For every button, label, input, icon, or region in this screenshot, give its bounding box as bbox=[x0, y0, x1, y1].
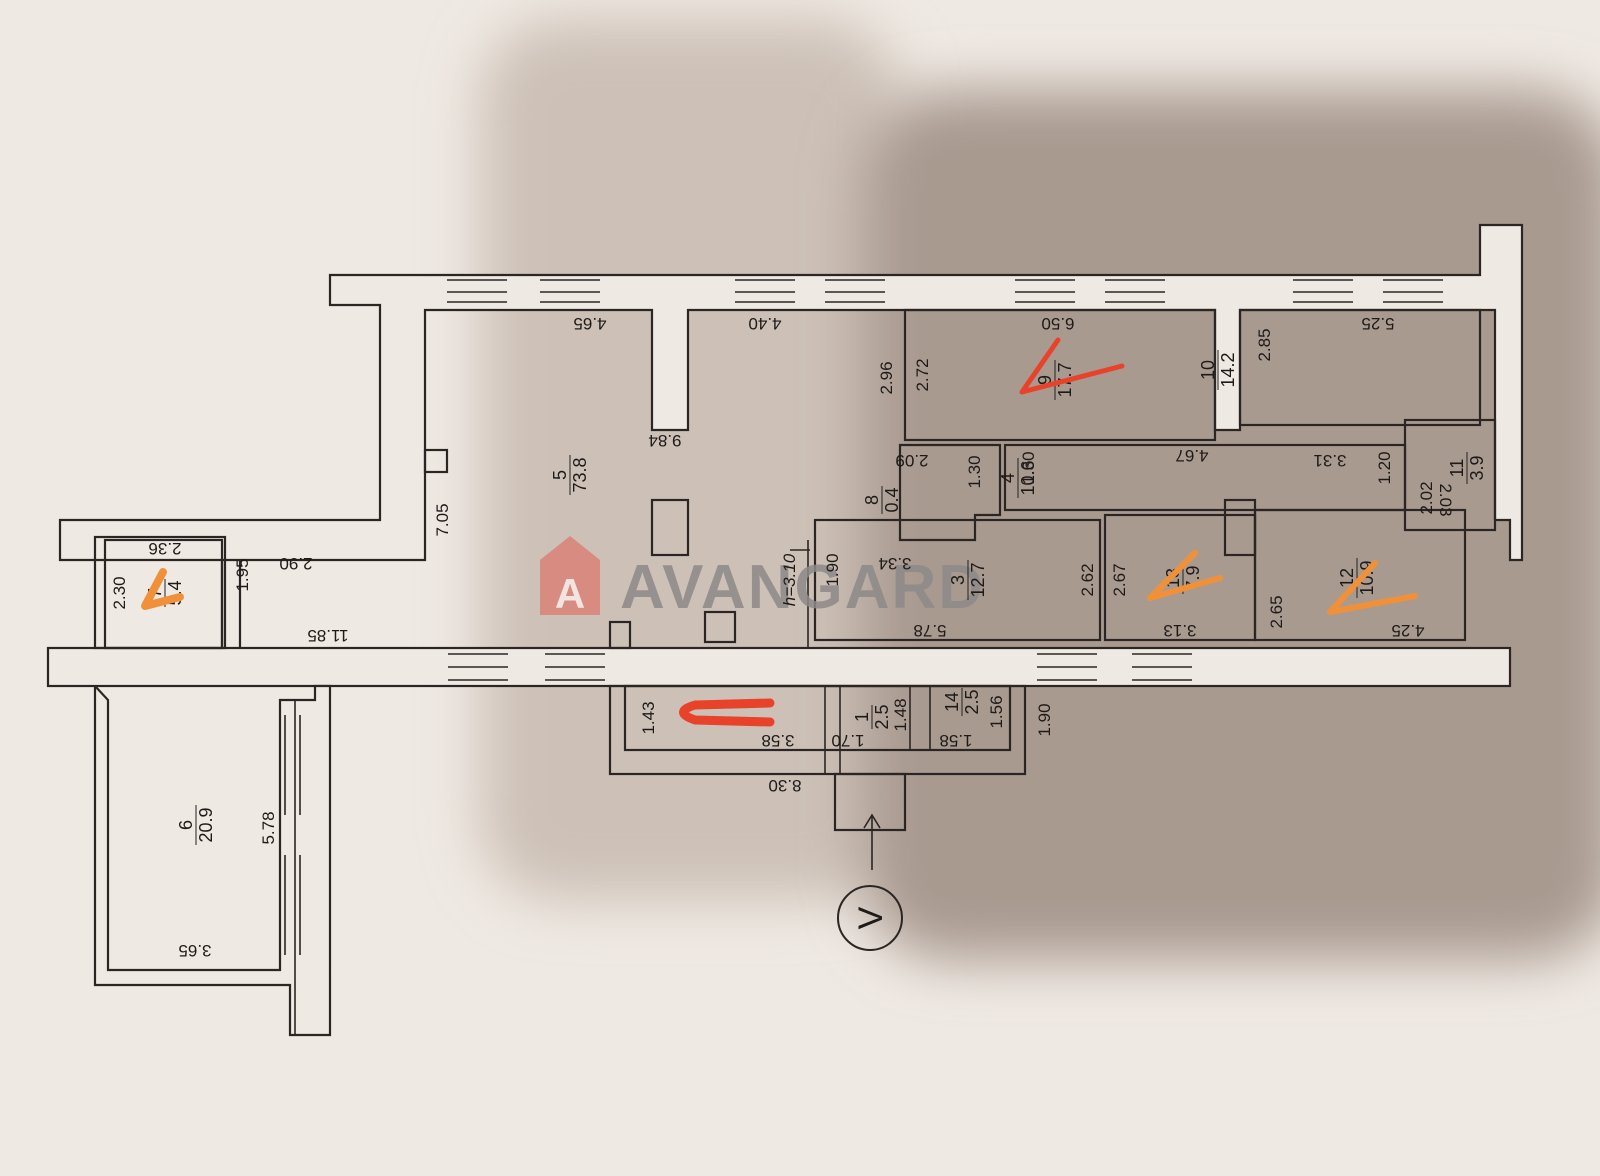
watermark-text: AVANGARD bbox=[620, 553, 985, 622]
room-number: 6 bbox=[176, 820, 196, 830]
dimension: 1.58 bbox=[939, 731, 972, 750]
room-area: 10.6 bbox=[1018, 460, 1038, 495]
dimension: 2.90 bbox=[279, 554, 312, 573]
dimension: 4.40 bbox=[748, 314, 781, 333]
logo-letter: A bbox=[555, 570, 585, 617]
dimension: 5.78 bbox=[913, 621, 946, 640]
avangard-logo bbox=[540, 536, 600, 615]
scribble-mark bbox=[679, 698, 775, 727]
room-area: 2.5 bbox=[872, 704, 892, 729]
dimension: 3.34 bbox=[878, 554, 911, 573]
dimension: 5.25 bbox=[1361, 314, 1394, 333]
room-area: 3.9 bbox=[1467, 455, 1487, 480]
dimension: 1.30 bbox=[965, 455, 984, 488]
room-number: 9 bbox=[1035, 375, 1055, 385]
dimension: 3.13 bbox=[1163, 621, 1196, 640]
dimension: 5.78 bbox=[259, 811, 278, 844]
room-area: 0.4 bbox=[882, 487, 902, 512]
dimension: 2.30 bbox=[110, 576, 129, 609]
entrance-arrow-icon bbox=[863, 813, 881, 870]
dimension: 6.50 bbox=[1041, 314, 1074, 333]
dimension: 2.62 bbox=[1078, 563, 1097, 596]
room-number: 5 bbox=[550, 470, 570, 480]
check-mark-icon bbox=[1327, 560, 1418, 615]
dimension: 2.67 bbox=[1110, 563, 1129, 596]
dimension: 1.20 bbox=[1375, 451, 1394, 484]
check-mark-icon bbox=[1147, 550, 1223, 601]
room-area: 14.2 bbox=[1218, 352, 1238, 387]
dimension: 1.43 bbox=[639, 701, 658, 734]
dimension: 2.65 bbox=[1267, 595, 1286, 628]
room-number: 14 bbox=[942, 692, 962, 712]
dimension: 1.70 bbox=[831, 731, 864, 750]
dimension: 1.30 bbox=[1019, 451, 1038, 484]
dimension: 2.02 bbox=[1417, 481, 1436, 514]
dimension: 1.48 bbox=[891, 698, 910, 731]
room-number: 4 bbox=[998, 473, 1018, 483]
dimension: 1.90 bbox=[823, 553, 842, 586]
dimension: 1.90 bbox=[1035, 703, 1054, 736]
dimension-labels: 4.65 4.40 6.50 5.25 9.84 7.05 2.36 2.30 … bbox=[110, 314, 1455, 960]
dimension: 3.31 bbox=[1313, 451, 1346, 470]
axis-marker-label: V bbox=[852, 906, 890, 929]
check-mark-icon bbox=[141, 568, 184, 610]
dimension: 8.30 bbox=[768, 776, 801, 795]
dimension: 2.36 bbox=[148, 539, 181, 558]
dimension: 2.96 bbox=[877, 361, 896, 394]
dimension: 4.25 bbox=[1391, 621, 1424, 640]
outer-walls bbox=[46, 223, 1524, 1037]
dimension: 7.05 bbox=[433, 503, 452, 536]
room-number: 10 bbox=[1198, 360, 1218, 380]
dimension: 4.67 bbox=[1175, 446, 1208, 465]
photo-shadow-dark bbox=[860, 90, 1600, 960]
room-number: 11 bbox=[1447, 459, 1467, 478]
dimension: 3.65 bbox=[178, 941, 211, 960]
room-number: 1 bbox=[852, 712, 872, 722]
dimension: 2.72 bbox=[913, 358, 932, 391]
windows bbox=[284, 279, 1443, 955]
room-area: 12.7 bbox=[968, 562, 988, 597]
room-number: 3 bbox=[948, 575, 968, 585]
room-area: 2.5 bbox=[962, 689, 982, 714]
dimension: 1.56 bbox=[987, 695, 1006, 728]
axis-marker-circle bbox=[837, 885, 903, 951]
check-mark-icon bbox=[1019, 337, 1125, 395]
room-number: 12 bbox=[1337, 568, 1357, 588]
dimension: 9.84 bbox=[648, 431, 681, 450]
dimension: 1.95 bbox=[233, 558, 252, 591]
dimension: 2.85 bbox=[1255, 328, 1274, 361]
dimension: 4.65 bbox=[573, 314, 606, 333]
dimension: 2.09 bbox=[895, 451, 928, 470]
room-area: 73.8 bbox=[570, 457, 590, 492]
photo-shadow-light bbox=[480, 20, 900, 900]
room-area: 20.9 bbox=[196, 807, 216, 842]
dimension: 3.58 bbox=[761, 731, 794, 750]
hand-drawn-marks bbox=[141, 337, 1418, 727]
avangard-watermark: A AVANGARD bbox=[540, 536, 985, 622]
dimension: 11.85 bbox=[307, 626, 348, 645]
room-number: 8 bbox=[862, 495, 882, 505]
ceiling-height: h=3.10 bbox=[780, 553, 799, 606]
dimension: 2.03 bbox=[1436, 483, 1455, 516]
